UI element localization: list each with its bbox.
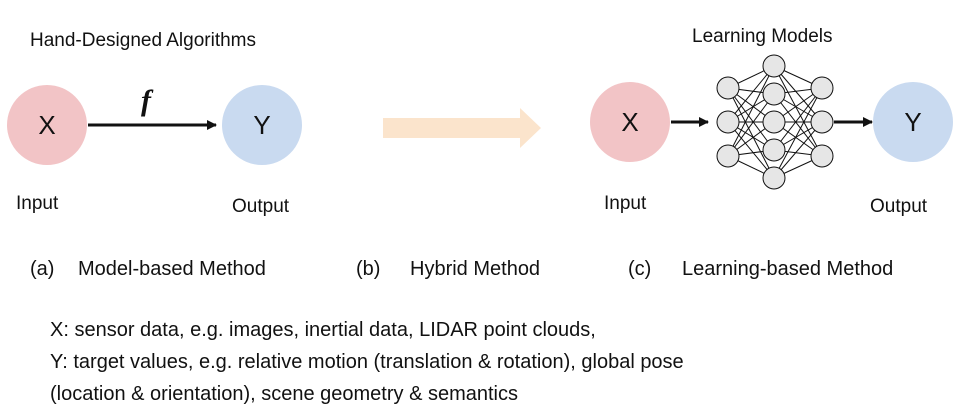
input-label-a: Input — [16, 193, 59, 214]
input-symbol-a: X — [38, 110, 55, 140]
panel-c-title: Learning Models — [692, 26, 832, 47]
function-symbol: f — [141, 84, 154, 117]
input-symbol-c: X — [621, 107, 638, 137]
neural-network-icon — [716, 54, 834, 190]
legend-line-x: X: sensor data, e.g. images, inertial da… — [50, 319, 596, 341]
caption-tag-b: (b) — [356, 258, 380, 280]
input-label-c: Input — [604, 193, 647, 214]
caption-text-b: Hybrid Method — [410, 258, 540, 280]
caption-text-a: Model-based Method — [78, 258, 266, 280]
panel-model-based: Hand-Designed Algorithms X f Y Input Out… — [7, 30, 302, 280]
panel-a-title: Hand-Designed Algorithms — [30, 30, 256, 51]
output-symbol-a: Y — [253, 110, 270, 140]
legend-line-y: Y: target values, e.g. relative motion (… — [50, 351, 684, 373]
caption-text-c: Learning-based Method — [682, 258, 893, 280]
panel-learning-based: Learning Models X — [590, 26, 953, 280]
caption-tag-a: (a) — [30, 258, 54, 280]
panel-hybrid: (b) Hybrid Method — [356, 108, 541, 280]
input-node-a — [7, 85, 87, 165]
output-node-a — [222, 85, 302, 165]
right-arrow-icon — [383, 108, 541, 148]
caption-tag-c: (c) — [628, 258, 651, 280]
legend-line-y-cont: (location & orientation), scene geometry… — [50, 383, 518, 405]
output-node-c — [873, 82, 953, 162]
output-label-c: Output — [870, 196, 928, 217]
legend-block: X: sensor data, e.g. images, inertial da… — [50, 319, 684, 405]
input-node-c — [590, 82, 670, 162]
output-symbol-c: Y — [904, 107, 921, 137]
output-label-a: Output — [232, 196, 290, 217]
